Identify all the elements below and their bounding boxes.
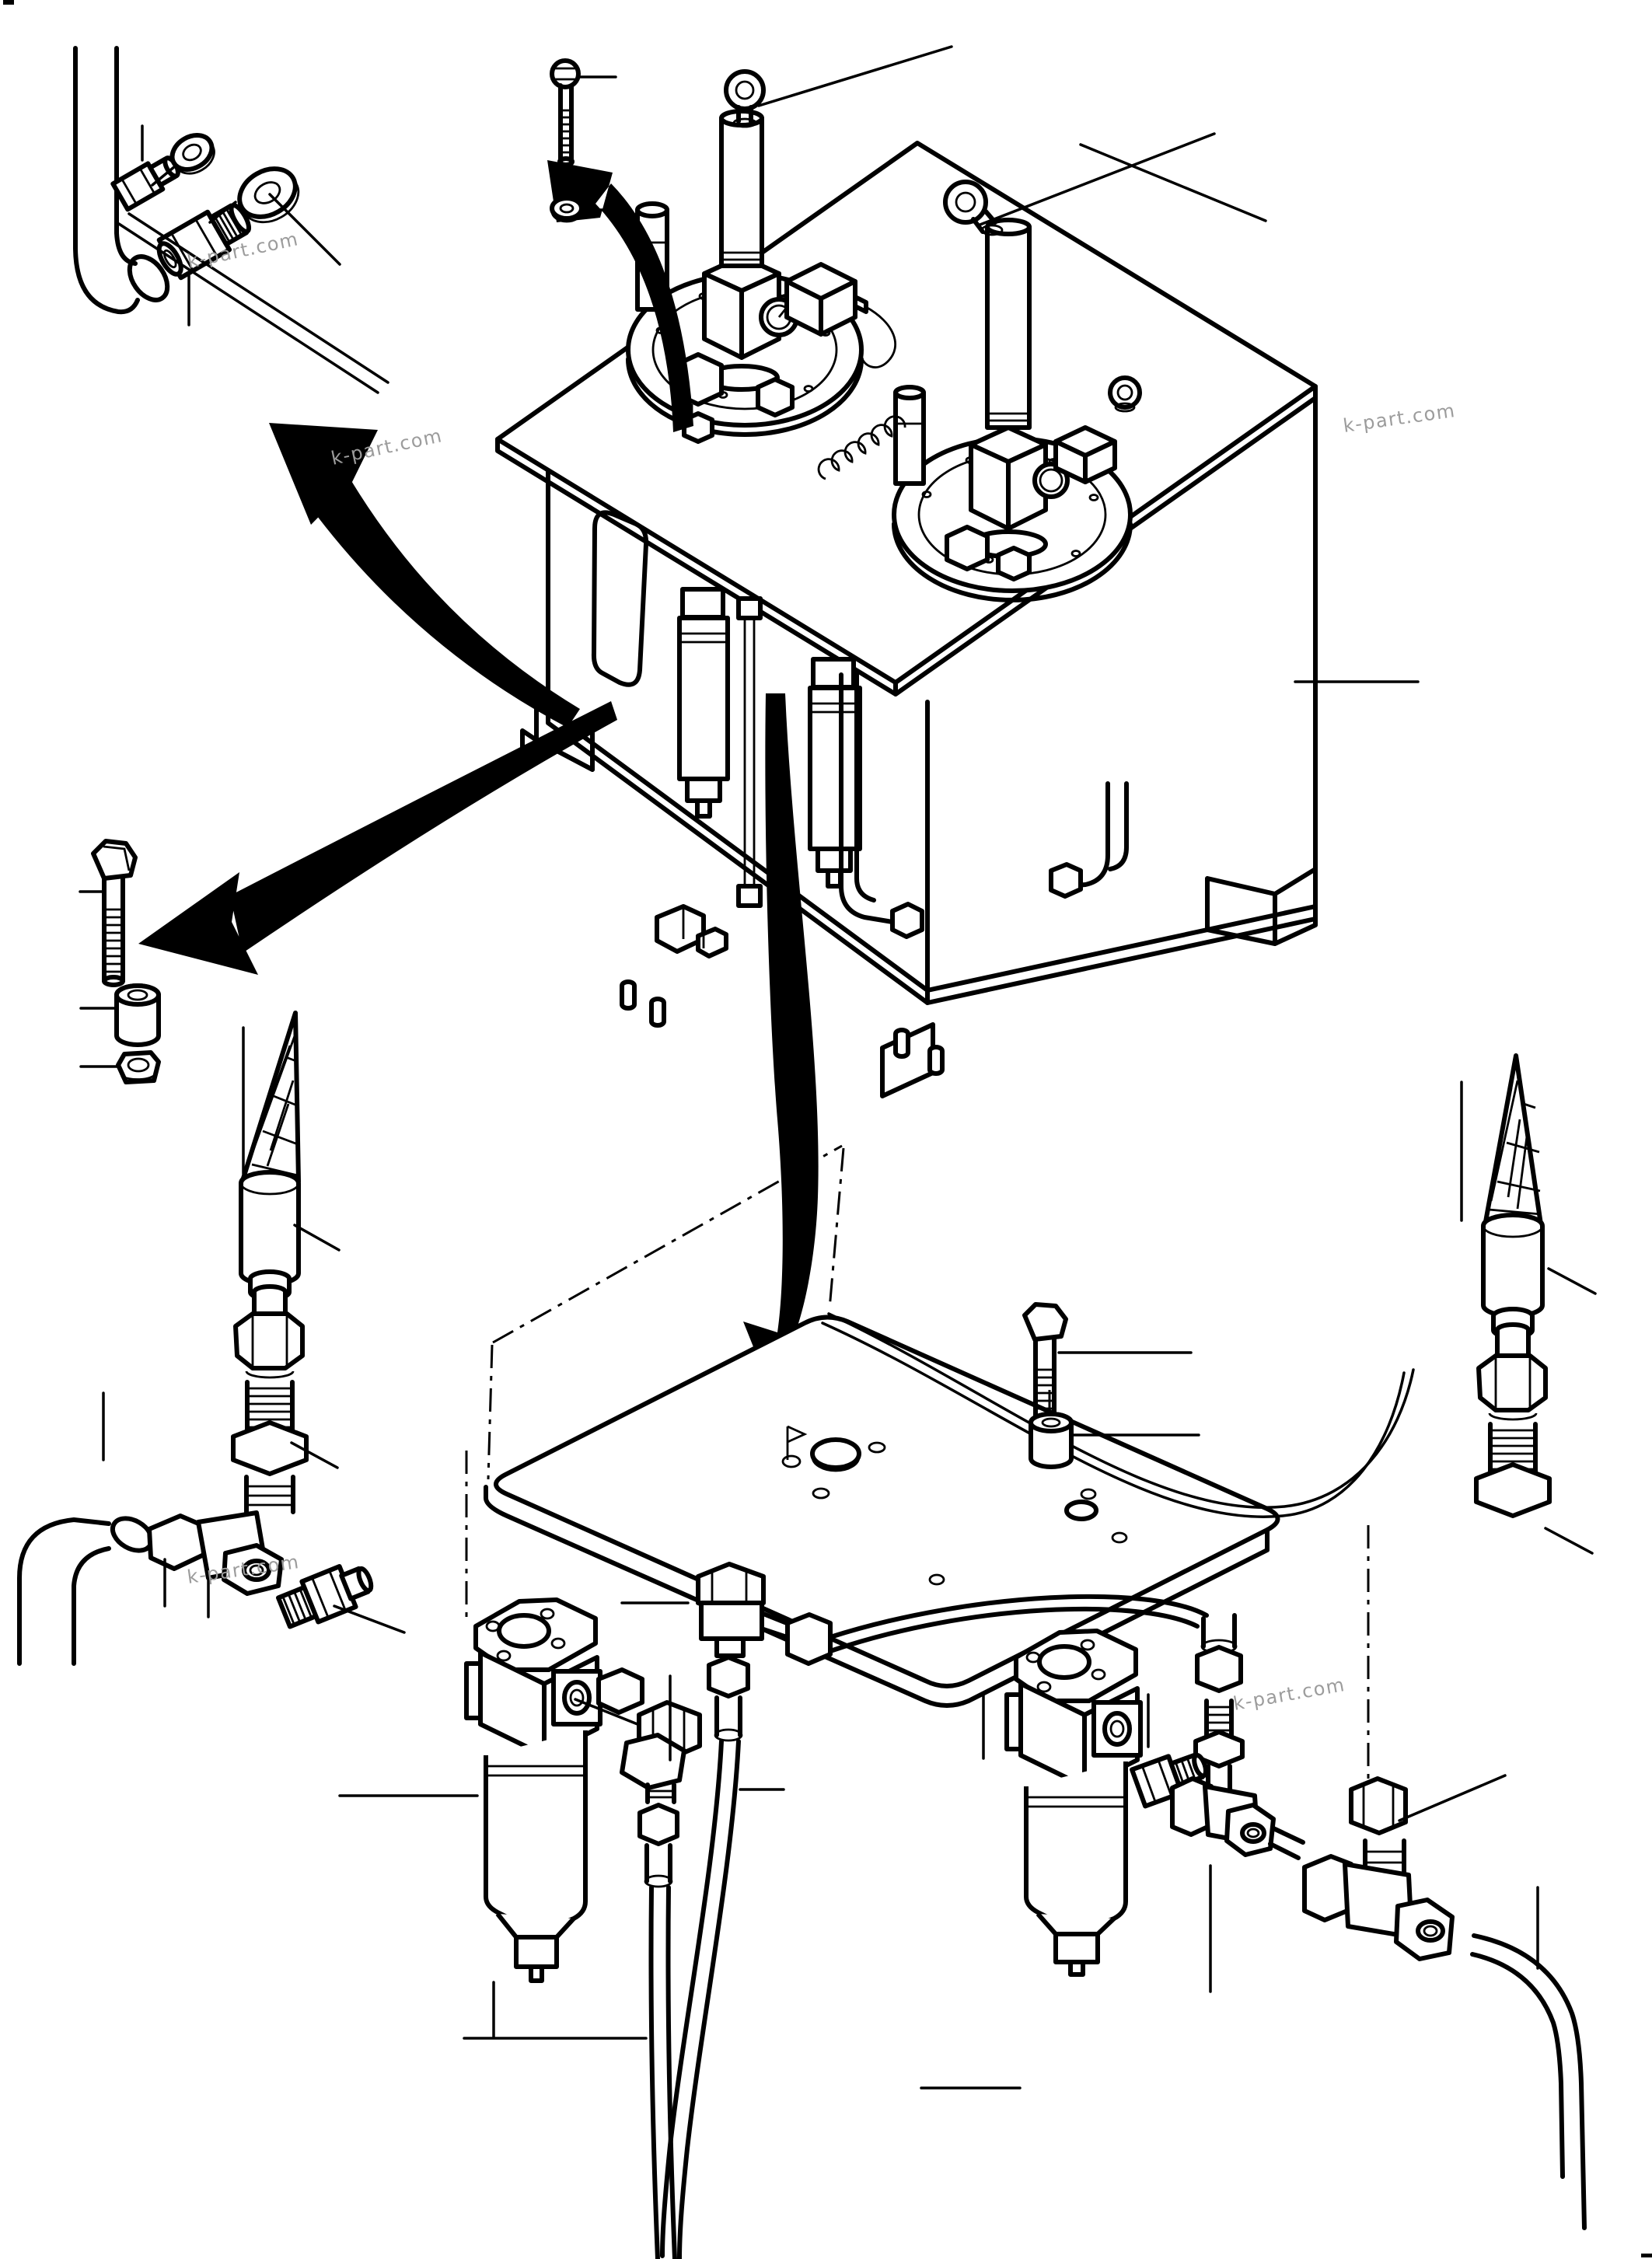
tank-leader-lines — [757, 45, 1420, 683]
valve-fittings-right — [945, 525, 1032, 581]
pump-motor-right — [969, 218, 1048, 559]
callout-arrow-filter-manifold-detail — [743, 693, 826, 1391]
return-filter-left — [338, 1597, 648, 2040]
angle-valve — [620, 1562, 833, 2259]
callout-arrow-bolt-spacer-nut-detail — [138, 701, 617, 975]
hydraulic-tank — [520, 394, 1318, 1098]
bolt-washer-detail — [550, 58, 617, 223]
eye-bolt-left — [724, 69, 766, 128]
plate-spacer — [1029, 1412, 1200, 1469]
lifting-lug — [1108, 375, 1142, 413]
print-corner-marks — [3, 0, 1652, 2257]
washer — [550, 196, 584, 223]
terminal-box-right — [1053, 425, 1117, 484]
tank-foot-right — [1205, 867, 1318, 946]
tank-drain-elbow — [655, 904, 728, 958]
union-nut — [169, 133, 215, 175]
pilot-filter-1 — [677, 587, 730, 819]
banjo-elbow-left — [574, 1667, 702, 2259]
suction-strainer-left — [231, 1011, 341, 1476]
tee-fitting-right-2 — [1302, 1774, 1539, 1970]
tee-fitting-right-1 — [1170, 1776, 1276, 1993]
formed-pipe — [827, 1312, 1415, 1509]
tee-fitting-left — [17, 1391, 295, 1666]
hex-bolt-head — [550, 58, 581, 89]
callout-arrow-bolt-washer-detail — [547, 160, 693, 432]
pilot-hose — [736, 596, 763, 908]
return-filter-right — [920, 1629, 1150, 2090]
hex-bolt — [91, 839, 138, 987]
shelf-pipe — [839, 672, 924, 939]
pilot-filter-2 — [808, 657, 862, 889]
callout-arrow-pipe-fitting-detail — [269, 423, 580, 728]
under-plate-filters — [677, 587, 924, 939]
pipe-fitting-detail — [73, 46, 389, 394]
lock-nut — [116, 1050, 161, 1084]
suction-strainer-right — [1460, 1053, 1597, 1555]
coiled-hose — [817, 415, 906, 480]
tank-studs — [620, 979, 945, 1076]
plug-fitting — [110, 155, 180, 212]
tank-cover-plate — [591, 510, 649, 687]
junction-box — [784, 262, 896, 368]
hose-to-right-tee — [828, 1594, 1245, 1796]
elbow-pipe — [73, 46, 170, 315]
watermark: k-part.com — [1342, 400, 1457, 437]
callout-arrows — [138, 160, 826, 1391]
pump-unit-right — [817, 180, 1142, 602]
valve-fittings-left — [672, 352, 795, 444]
watermark: k-part.com — [1231, 1674, 1346, 1715]
mounting-plate — [484, 1315, 1280, 1708]
breather-right — [893, 385, 926, 486]
bolt-spacer-nut-detail — [79, 839, 161, 1084]
pipe-right — [1470, 1933, 1587, 2230]
spacer-sleeve — [114, 983, 161, 1047]
filter-manifold-assembly — [17, 1011, 1597, 2259]
tank-return-pipe — [1049, 781, 1129, 899]
plate-holes — [781, 1441, 1128, 1586]
